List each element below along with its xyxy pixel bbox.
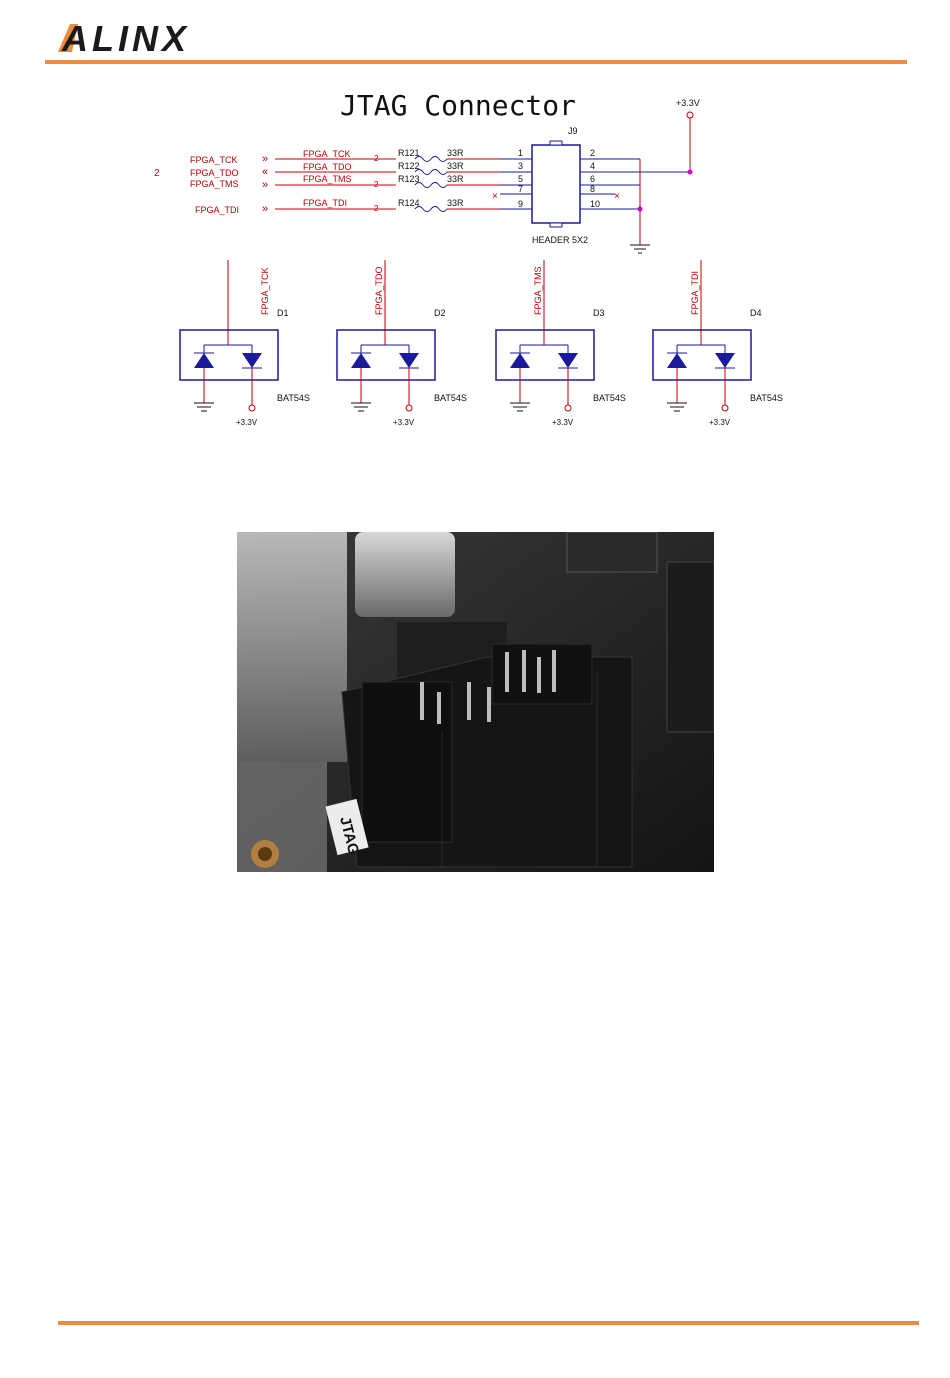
no-connect-icon: ×	[492, 191, 498, 202]
diode-supply: +3.3V	[236, 418, 258, 427]
resistor-icon	[415, 157, 447, 162]
port-arrow-icon: «	[262, 166, 268, 178]
board-photo: JTAG	[237, 532, 714, 872]
resistor-icon	[415, 170, 447, 175]
connector-key	[550, 141, 562, 145]
pin-number: 10	[590, 199, 600, 209]
pin-number: 4	[590, 161, 595, 171]
diode-ref: D1	[277, 308, 289, 318]
diode-ref: D2	[434, 308, 446, 318]
ic-chip	[567, 532, 657, 572]
header-rule	[45, 60, 907, 64]
pin-number: 9	[518, 199, 523, 209]
net-port-label: FPGA_TDI	[195, 205, 239, 215]
diode-icon	[242, 353, 262, 368]
diode-icon	[667, 353, 687, 368]
diode-part: BAT54S	[593, 393, 626, 403]
diode-supply: +3.3V	[552, 418, 574, 427]
diode-part: BAT54S	[750, 393, 783, 403]
resistor-value: 33R	[447, 174, 464, 184]
connector-ref: J9	[568, 126, 578, 136]
pin-number: 6	[590, 174, 595, 184]
diode-ref: D3	[593, 308, 605, 318]
page-ref: 2	[374, 204, 379, 213]
connector-key	[550, 223, 562, 227]
diode-icon	[351, 353, 371, 368]
diode-net-label: FPGA_TDI	[690, 271, 700, 315]
connector-left-pins: 1 3 5 7 9	[500, 148, 532, 209]
diode-net-label: FPGA_TCK	[260, 267, 270, 315]
diode-net-label: FPGA_TDO	[374, 266, 384, 315]
net-port-label: FPGA_TMS	[190, 179, 239, 189]
diode-d2: FPGA_TDO D2 BAT54S +3.3V	[337, 260, 467, 427]
ethernet-jack-base	[237, 762, 327, 872]
pin-number: 2	[590, 148, 595, 158]
footer-rule	[58, 1321, 919, 1325]
port-arrow-icon: »	[262, 203, 268, 215]
alinx-logo: ALINX	[58, 18, 228, 58]
resistor-ref: R122	[398, 161, 420, 171]
resistor-value: 33R	[447, 161, 464, 171]
pin-number: 5	[518, 174, 523, 184]
diode-supply: +3.3V	[709, 418, 731, 427]
net-name: FPGA_TDI	[303, 198, 347, 208]
diode-d4: FPGA_TDI D4 BAT54S +3.3V	[653, 260, 783, 427]
resistor-value: 33R	[447, 148, 464, 158]
net-port-label: FPGA_TCK	[190, 155, 238, 165]
connector-right-pins: 2 4 6 8 10	[580, 148, 690, 209]
pin-number: 1	[518, 148, 523, 158]
pin-number: 7	[518, 184, 523, 194]
diode-icon	[194, 353, 214, 368]
connector-part: HEADER 5X2	[532, 235, 588, 245]
port-arrow-icon: »	[262, 179, 268, 191]
diode-part: BAT54S	[277, 393, 310, 403]
net-port-label: FPGA_TDO	[190, 168, 239, 178]
power-label: +3.3V	[676, 98, 700, 108]
no-connect-icon: ×	[614, 191, 620, 202]
jtag-schematic: JTAG Connector 2 +3.3V J9 HEADER 5X2 1 3…	[140, 85, 820, 435]
net-row-tdi: FPGA_TDI » FPGA_TDI 2 R124 33R	[195, 198, 500, 215]
schematic-title: JTAG Connector	[340, 89, 576, 122]
resistor-value: 33R	[447, 198, 464, 208]
diode-icon	[399, 353, 419, 368]
net-name: FPGA_TDO	[303, 162, 352, 172]
diode-d3: FPGA_TMS D3 BAT54S +3.3V	[496, 260, 626, 427]
sheet-ref: 2	[154, 168, 160, 179]
diode-icon	[558, 353, 578, 368]
diode-part: BAT54S	[434, 393, 467, 403]
resistor-ref: R123	[398, 174, 420, 184]
pin-number: 3	[518, 161, 523, 171]
net-name: FPGA_TMS	[303, 174, 352, 184]
page-ref: 2	[374, 154, 379, 163]
resistor-ref: R124	[398, 198, 420, 208]
diode-d1: FPGA_TCK D1 BAT54S +3.3V	[180, 260, 310, 427]
net-name: FPGA_TCK	[303, 149, 351, 159]
pin-number: 8	[590, 184, 595, 194]
diode-ref: D4	[750, 308, 762, 318]
power-terminal	[687, 112, 693, 118]
ethernet-jack	[237, 532, 347, 762]
logo-text: ALINX	[61, 18, 190, 58]
page-ref: 2	[374, 180, 379, 189]
connector-body	[532, 145, 580, 223]
resistor-icon	[415, 207, 447, 212]
ground-rail	[630, 159, 693, 253]
diode-net-label: FPGA_TMS	[533, 266, 543, 315]
resistor-icon	[415, 183, 447, 188]
diode-icon	[715, 353, 735, 368]
diode-icon	[510, 353, 530, 368]
side-connector	[667, 562, 714, 732]
mounting-hole-center	[258, 847, 272, 861]
port-arrow-icon: »	[262, 153, 268, 165]
crystal-oscillator	[355, 532, 455, 617]
diode-supply: +3.3V	[393, 418, 415, 427]
resistor-ref: R121	[398, 148, 420, 158]
